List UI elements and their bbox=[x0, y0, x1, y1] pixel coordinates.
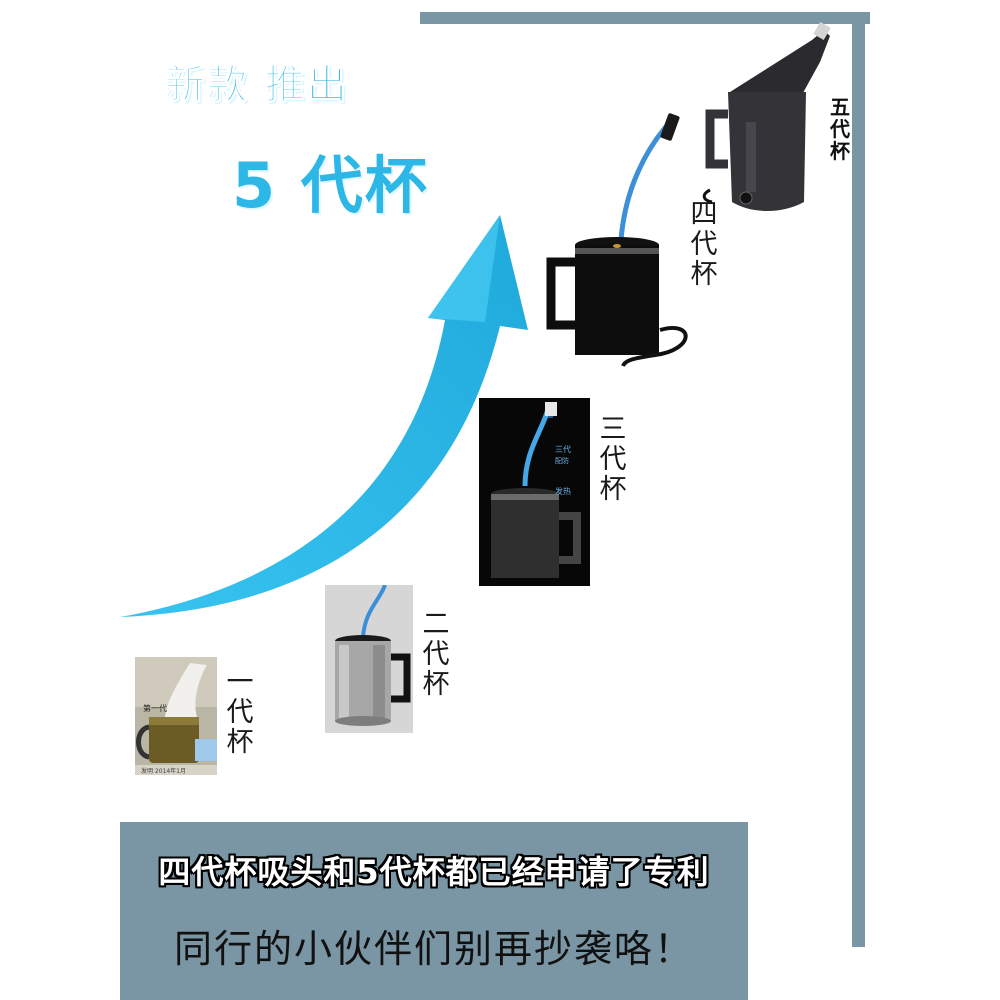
copy-warning: 同行的小伙伴们别再抄袭咯！ bbox=[173, 927, 694, 971]
gen3-photo-note3: 发热 bbox=[555, 487, 571, 496]
gen2-cup-drawing bbox=[325, 585, 413, 733]
frame-right-border bbox=[852, 12, 865, 947]
patent-banner bbox=[120, 822, 748, 1000]
gen4-cup-photo bbox=[545, 110, 705, 370]
gen5-cup-photo bbox=[702, 22, 837, 217]
gen4-label: 四代杯 bbox=[690, 199, 718, 290]
gen1-photo-caption: 第一代 bbox=[143, 704, 167, 713]
gen3-cup-drawing bbox=[479, 398, 590, 586]
gen5-cup-drawing bbox=[702, 22, 831, 211]
gen3-label: 三代杯 bbox=[599, 414, 627, 505]
frame-top-border bbox=[420, 12, 870, 24]
gen2-cup-photo bbox=[325, 585, 413, 733]
gen4-cup-drawing bbox=[546, 113, 688, 367]
gen2-label: 二代杯 bbox=[422, 609, 450, 700]
gen1-label: 一代杯 bbox=[226, 667, 254, 758]
gen3-photo-note1: 三代 bbox=[555, 445, 571, 454]
gen5-label: 五代杯 bbox=[830, 95, 850, 163]
gen1-photo-footer: 发明 2014年1月 bbox=[141, 768, 186, 775]
gen1-cup-photo: 第一代 发明 2014年1月 bbox=[135, 657, 217, 775]
gen3-photo-note2: 配防 bbox=[555, 457, 569, 465]
gen1-cup-drawing bbox=[135, 657, 217, 775]
headline-new-launch: 新款 推出 bbox=[165, 62, 349, 109]
patent-notice: 四代杯吸头和5代杯都已经申请了专利 bbox=[158, 853, 710, 891]
headline-fifth-gen: 5 代杯 bbox=[232, 149, 429, 222]
gen3-cup-photo: 三代 配防 发热 bbox=[479, 398, 590, 586]
growth-arrow-icon bbox=[120, 215, 528, 617]
